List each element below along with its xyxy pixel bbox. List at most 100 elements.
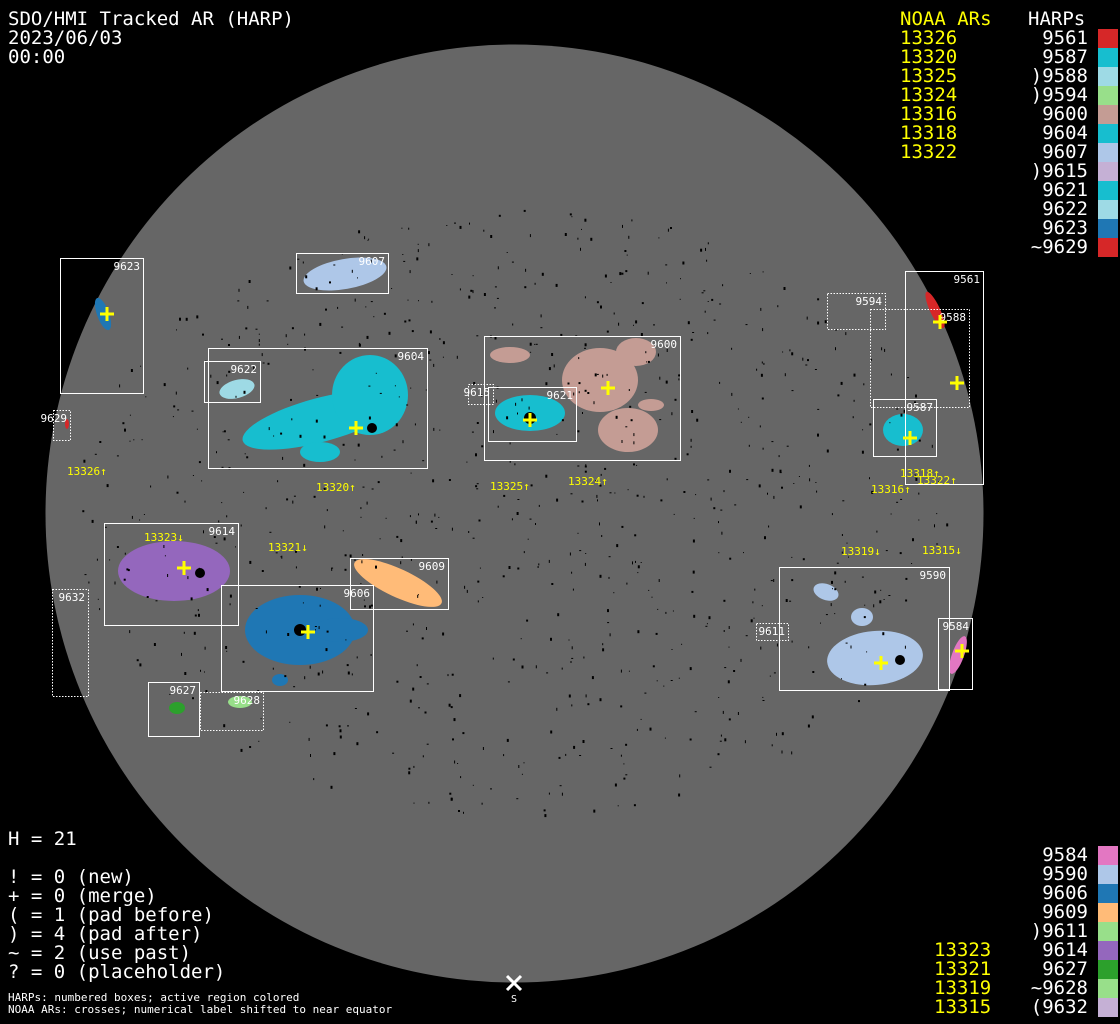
- magnetic-feature: [146, 596, 149, 598]
- harp-box[interactable]: 9621: [488, 387, 577, 442]
- magnetic-feature: [222, 431, 224, 433]
- harp-box[interactable]: 9587: [873, 399, 937, 457]
- magnetic-feature: [261, 570, 264, 572]
- magnetic-feature: [197, 609, 199, 612]
- magnetic-feature: [177, 409, 180, 411]
- magnetic-feature: [724, 667, 727, 669]
- magnetic-feature: [223, 724, 226, 728]
- harp-legend-item: ~9629: [1030, 236, 1088, 258]
- magnetic-feature: [237, 300, 240, 302]
- magnetic-feature: [454, 760, 456, 764]
- sunspot: [895, 655, 905, 665]
- harps-header: HARPs: [1028, 8, 1086, 30]
- magnetic-feature: [460, 776, 462, 779]
- magnetic-feature: [679, 298, 681, 300]
- magnetic-feature: [122, 422, 125, 425]
- magnetic-feature: [511, 518, 513, 521]
- magnetic-feature: [375, 565, 377, 569]
- magnetic-feature: [743, 552, 744, 554]
- magnetic-feature: [568, 639, 570, 641]
- magnetic-feature: [281, 555, 283, 559]
- harp-box[interactable]: 9629: [41, 410, 71, 441]
- harp-box[interactable]: 9561: [905, 271, 984, 485]
- magnetic-feature: [229, 594, 232, 598]
- harp-box[interactable]: 9614: [104, 523, 239, 626]
- harp-box[interactable]: 9615: [464, 384, 494, 405]
- magnetic-feature: [175, 391, 177, 395]
- harp-box[interactable]: 9632: [52, 589, 89, 697]
- harp-box[interactable]: 9622: [204, 361, 261, 403]
- magnetic-feature: [410, 558, 412, 561]
- harp-box[interactable]: 9611: [756, 623, 789, 641]
- magnetic-feature: [826, 449, 829, 453]
- magnetic-feature: [692, 332, 695, 333]
- magnetic-feature: [360, 516, 362, 518]
- harp-color-swatch: [1098, 86, 1118, 105]
- harp-box[interactable]: 9623: [60, 258, 144, 394]
- magnetic-feature: [410, 472, 412, 474]
- magnetic-feature: [900, 413, 903, 417]
- magnetic-feature: [476, 483, 479, 485]
- magnetic-feature: [602, 648, 605, 652]
- magnetic-feature: [324, 525, 326, 529]
- magnetic-feature: [450, 797, 452, 801]
- harp-box[interactable]: 9609: [350, 558, 449, 610]
- harp-box[interactable]: 9600: [484, 336, 681, 461]
- magnetic-feature: [393, 449, 396, 451]
- magnetic-feature: [275, 552, 278, 554]
- magnetic-feature: [631, 219, 633, 222]
- magnetic-feature: [357, 443, 360, 447]
- harp-box[interactable]: 9594: [827, 293, 886, 330]
- magnetic-feature: [656, 680, 658, 682]
- magnetic-feature: [337, 306, 339, 309]
- noaa-label: 13315↓: [922, 544, 962, 557]
- magnetic-feature: [119, 384, 121, 388]
- harp-box[interactable]: 9584: [938, 618, 973, 690]
- harp-box[interactable]: 9627: [148, 682, 200, 737]
- magnetic-feature: [408, 319, 411, 322]
- magnetic-feature: [633, 441, 635, 445]
- magnetic-feature: [866, 651, 868, 653]
- magnetic-feature: [705, 247, 706, 251]
- magnetic-feature: [319, 322, 322, 326]
- magnetic-feature: [692, 539, 695, 543]
- magnetic-feature: [284, 675, 287, 678]
- magnetic-feature: [840, 381, 843, 385]
- magnetic-feature: [596, 494, 598, 498]
- magnetic-feature: [583, 656, 585, 659]
- magnetic-feature: [846, 542, 848, 544]
- magnetic-feature: [882, 632, 885, 636]
- magnetic-feature: [789, 349, 791, 352]
- magnetic-feature: [535, 523, 536, 525]
- harp-box[interactable]: 9590: [779, 567, 950, 691]
- magnetic-feature: [221, 338, 223, 340]
- magnetic-feature: [912, 538, 914, 542]
- magnetic-feature: [802, 357, 804, 361]
- magnetic-feature: [646, 361, 648, 363]
- magnetic-feature: [361, 560, 363, 564]
- magnetic-feature: [243, 491, 245, 493]
- magnetic-feature: [744, 740, 746, 744]
- magnetic-feature: [371, 488, 374, 490]
- magnetic-feature: [366, 335, 369, 339]
- magnetic-feature: [907, 377, 910, 379]
- magnetic-feature: [667, 228, 669, 232]
- harp-box[interactable]: 9607: [296, 253, 389, 294]
- magnetic-feature: [472, 290, 474, 294]
- magnetic-feature: [737, 712, 739, 715]
- harp-box-label: 9584: [943, 620, 970, 633]
- magnetic-feature: [753, 617, 755, 619]
- harp-box[interactable]: 9628: [200, 692, 264, 731]
- magnetic-feature: [402, 254, 404, 255]
- magnetic-feature: [591, 676, 594, 680]
- magnetic-feature: [635, 560, 636, 563]
- magnetic-feature: [490, 235, 493, 238]
- magnetic-feature: [153, 643, 156, 646]
- magnetic-feature: [904, 645, 906, 649]
- harp-color-swatch: [1098, 865, 1118, 884]
- magnetic-feature: [621, 440, 623, 443]
- magnetic-feature: [368, 385, 371, 387]
- magnetic-feature: [517, 412, 518, 415]
- harp-box[interactable]: 9604: [208, 348, 428, 469]
- active-region-mask: [813, 583, 839, 601]
